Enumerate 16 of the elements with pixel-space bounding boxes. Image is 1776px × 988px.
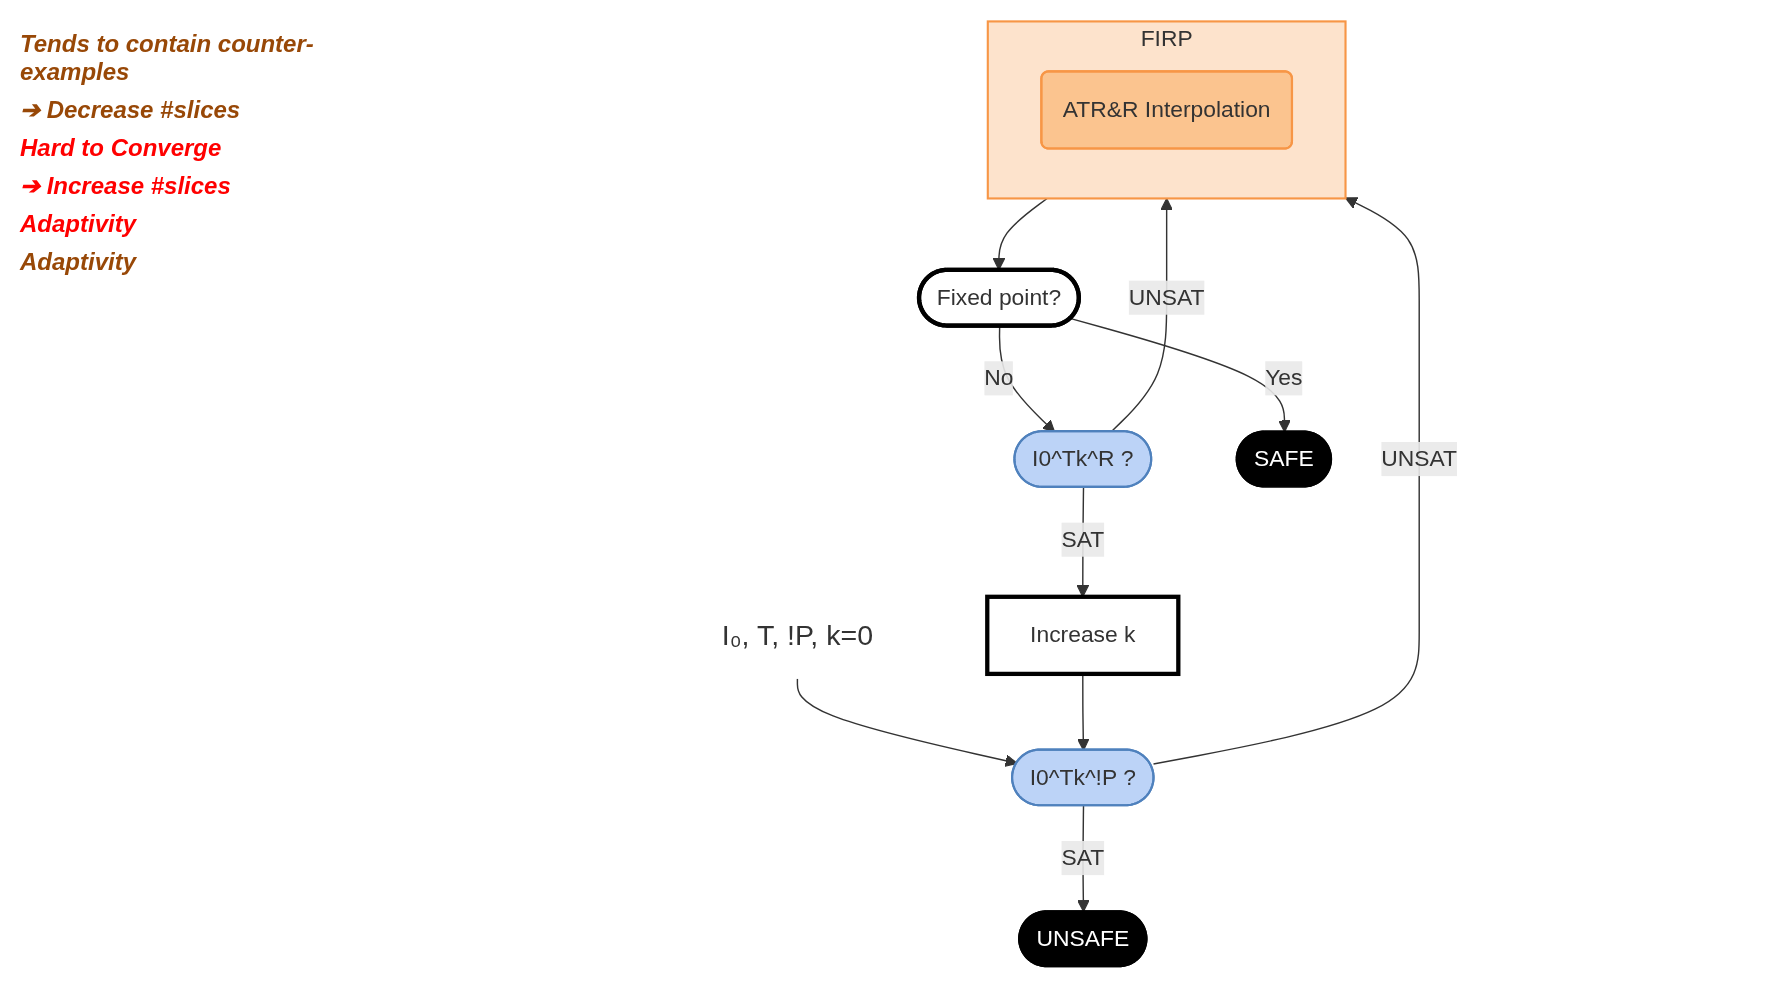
note-text: ➔ Increase #slices [20,172,232,200]
edge-label: UNSAT [1128,284,1205,310]
note-text: Hard to Converge [20,134,223,162]
node-box: Increase k [985,594,1181,677]
note-text: ➔ Decrease #slices [20,96,242,124]
edge-label: Yes [1265,365,1303,390]
edge-label: UNSAT [1381,446,1458,471]
note-text: Tends to contain counter-examples [20,30,315,86]
note-text: Adaptivity [20,210,138,238]
note-text: Adaptivity [20,248,138,276]
edge-label: SAT [1061,845,1105,870]
node-text: I₀, T, !P, k=0 [721,619,874,652]
edge-label: No [984,365,1014,390]
arrow [1152,197,1420,765]
arrow [1070,317,1291,433]
edge-label: SAT [1061,526,1105,552]
